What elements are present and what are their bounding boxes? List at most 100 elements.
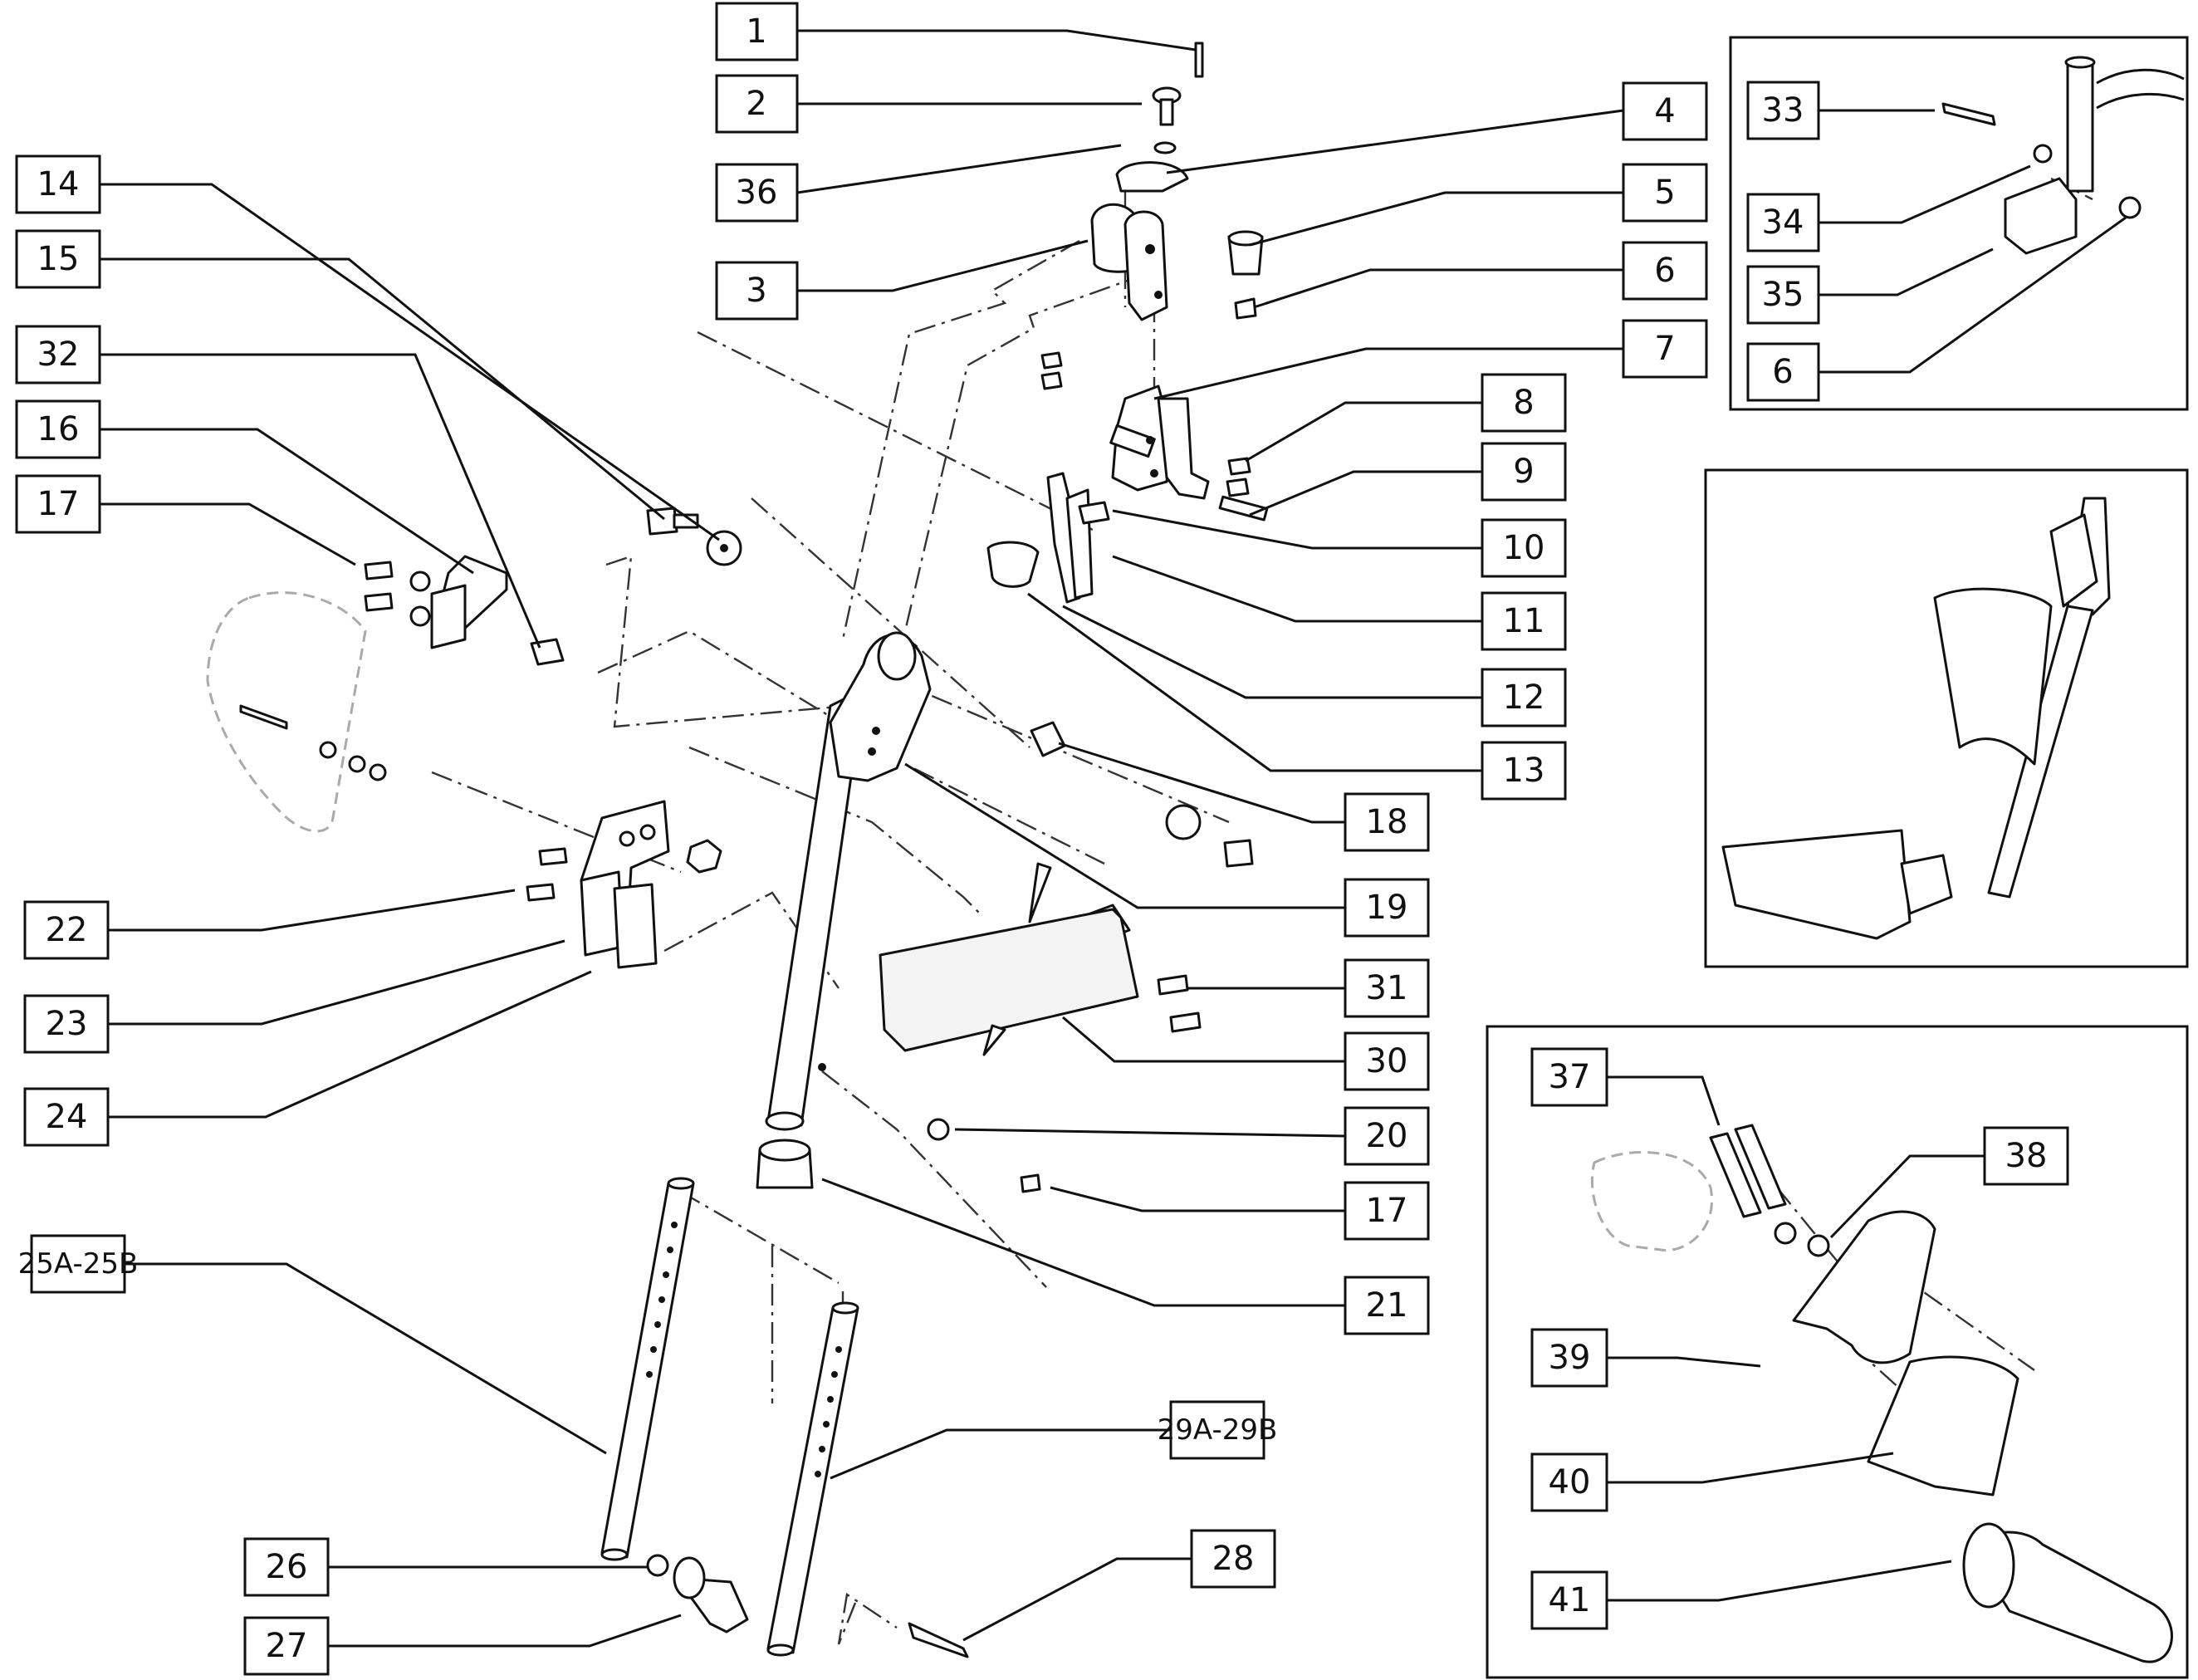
svg-text:33: 33 (1762, 91, 1804, 130)
label-30: 30 (1344, 1031, 1430, 1091)
label-21: 21 (1344, 1276, 1430, 1335)
label-22: 22 (23, 900, 110, 960)
leader-lines (100, 29, 2127, 1648)
svg-text:40: 40 (1549, 1463, 1591, 1501)
label-5: 5 (1622, 163, 1708, 223)
inset-frame-clamp-detail (1729, 36, 2189, 411)
label-9: 9 (1481, 442, 1567, 502)
label-1: 1 (715, 2, 799, 61)
label-16: 16 (15, 399, 101, 459)
label-13: 13 (1481, 741, 1567, 801)
svg-text:38: 38 (2005, 1137, 2048, 1175)
label-29a-29b: 29A-29B (1158, 1400, 1278, 1460)
label-35: 35 (1746, 265, 1820, 325)
label-37: 37 (1530, 1047, 1608, 1107)
label-38: 38 (1983, 1126, 2069, 1186)
label-17-lower: 17 (1344, 1181, 1430, 1241)
inset-frame-pad-detail (1486, 1025, 2189, 1679)
label-24: 24 (23, 1087, 110, 1147)
inset-clamp-parts (1941, 56, 2185, 255)
svg-text:34: 34 (1762, 203, 1804, 242)
label-39: 39 (1530, 1328, 1608, 1388)
label-19: 19 (1344, 878, 1430, 938)
callout-labels: 1 2 36 3 4 5 6 7 8 9 10 11 12 13 14 15 3… (15, 2, 2069, 1676)
svg-text:6: 6 (1772, 353, 1793, 391)
label-28: 28 (1190, 1529, 1276, 1589)
inset-pad-parts (1590, 1124, 2173, 1663)
svg-text:11: 11 (1503, 602, 1545, 640)
label-40: 40 (1530, 1452, 1608, 1512)
lower-extension-tubes (600, 1177, 859, 1657)
svg-text:35: 35 (1762, 276, 1804, 314)
label-25a-25b: 25A-25B (18, 1234, 139, 1294)
svg-text:17: 17 (37, 485, 80, 523)
label-15: 15 (15, 229, 101, 289)
svg-text:16: 16 (37, 410, 80, 448)
svg-text:37: 37 (1549, 1058, 1591, 1096)
label-36: 36 (715, 163, 799, 223)
inset-assembled-view (1721, 497, 2111, 940)
label-41: 41 (1530, 1570, 1608, 1630)
svg-text:22: 22 (46, 911, 88, 949)
label-10: 10 (1481, 518, 1567, 578)
svg-text:1: 1 (746, 12, 766, 51)
svg-text:26: 26 (266, 1548, 308, 1586)
label-20: 20 (1344, 1106, 1430, 1166)
label-2: 2 (715, 74, 799, 134)
svg-text:39: 39 (1549, 1339, 1591, 1377)
footplate (879, 862, 1139, 1056)
label-26: 26 (243, 1537, 330, 1597)
svg-text:2: 2 (746, 85, 766, 123)
svg-text:19: 19 (1366, 889, 1408, 927)
svg-text:3: 3 (746, 272, 766, 310)
svg-text:27: 27 (266, 1627, 308, 1665)
label-11: 11 (1481, 591, 1567, 651)
svg-text:23: 23 (46, 1005, 88, 1043)
svg-text:30: 30 (1366, 1042, 1408, 1080)
label-12: 12 (1481, 668, 1567, 727)
svg-text:5: 5 (1654, 174, 1675, 212)
fasteners (364, 351, 1254, 1658)
main-hanger-tube (765, 631, 932, 1131)
label-3: 3 (715, 261, 799, 321)
label-17-upper: 17 (15, 474, 101, 534)
svg-text:7: 7 (1654, 330, 1675, 368)
svg-text:29A-29B: 29A-29B (1158, 1413, 1278, 1447)
svg-text:36: 36 (736, 174, 778, 212)
svg-text:32: 32 (37, 336, 80, 374)
label-4: 4 (1622, 81, 1708, 141)
label-14: 14 (15, 154, 101, 214)
svg-text:13: 13 (1503, 752, 1545, 790)
svg-text:4: 4 (1654, 92, 1675, 130)
svg-text:21: 21 (1366, 1286, 1408, 1325)
svg-text:24: 24 (46, 1098, 88, 1136)
label-32: 32 (15, 325, 101, 384)
label-6-main: 6 (1622, 241, 1708, 301)
svg-text:8: 8 (1513, 384, 1534, 422)
svg-text:28: 28 (1212, 1540, 1255, 1578)
svg-text:14: 14 (37, 165, 80, 203)
label-18: 18 (1344, 792, 1430, 852)
label-33: 33 (1746, 81, 1820, 140)
label-6-inset: 6 (1746, 342, 1820, 402)
svg-text:31: 31 (1366, 969, 1408, 1007)
label-31: 31 (1344, 958, 1430, 1018)
label-8: 8 (1481, 373, 1567, 433)
label-23: 23 (23, 994, 110, 1054)
label-7: 7 (1622, 319, 1708, 379)
label-27: 27 (243, 1616, 330, 1676)
svg-text:20: 20 (1366, 1117, 1408, 1155)
svg-text:6: 6 (1654, 252, 1675, 290)
svg-text:41: 41 (1549, 1581, 1591, 1619)
svg-text:15: 15 (37, 240, 80, 278)
svg-text:12: 12 (1503, 678, 1545, 717)
calf-pad-ghost (206, 591, 387, 833)
svg-text:18: 18 (1366, 803, 1408, 841)
svg-text:9: 9 (1513, 453, 1534, 491)
label-34: 34 (1746, 193, 1820, 252)
svg-text:25A-25B: 25A-25B (18, 1247, 139, 1281)
inset-frame-assembled-view (1704, 468, 2189, 968)
swing-away-mechanism (986, 42, 1269, 604)
svg-text:10: 10 (1503, 529, 1545, 567)
